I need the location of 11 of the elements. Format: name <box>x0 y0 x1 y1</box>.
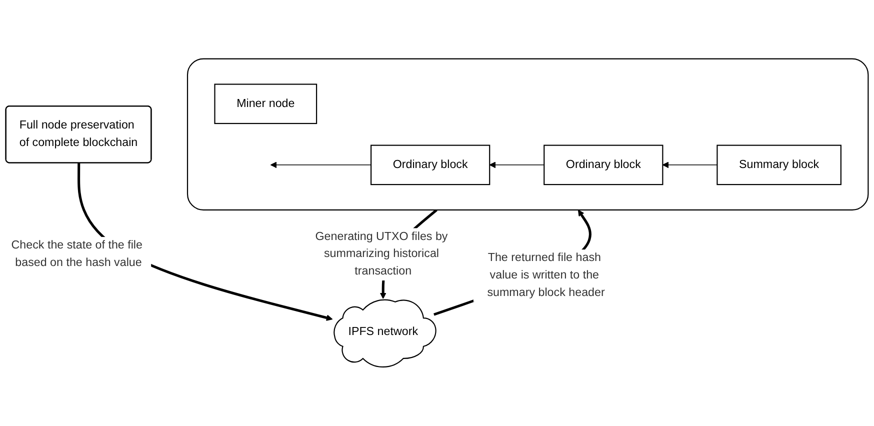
node-box: Ordinary block <box>544 144 664 186</box>
edge-label: Generating UTXO files by summarizing historical transaction <box>315 230 448 278</box>
arrow <box>489 162 544 168</box>
arrow <box>662 162 718 168</box>
node-box: Summary block <box>716 144 842 186</box>
node-box: Miner node <box>214 84 318 124</box>
cluster <box>186 58 869 211</box>
node-box: Ordinary block <box>370 144 490 186</box>
edge-label: The returned file hash value is written to the summary block header <box>487 252 605 300</box>
arrow <box>270 162 372 168</box>
edge-label: Check the state of the file based on the hash value <box>11 239 142 269</box>
